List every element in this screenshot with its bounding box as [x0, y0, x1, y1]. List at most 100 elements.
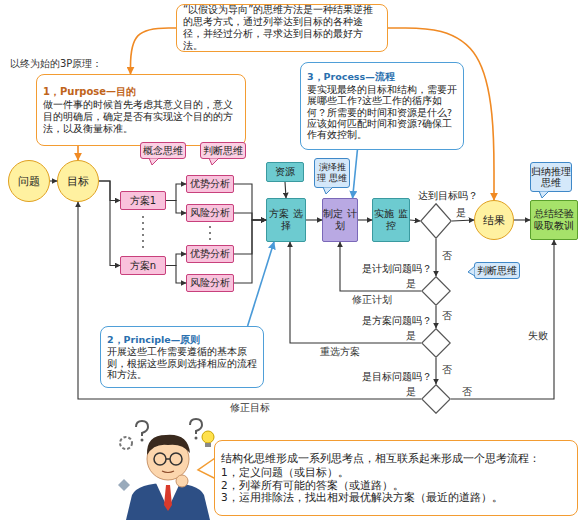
- mouth: [162, 471, 174, 473]
- tag-pointer: [209, 158, 219, 165]
- option-box: 方案n: [120, 256, 166, 275]
- branch-label: 是: [406, 386, 416, 398]
- edge-label: 修正计划: [352, 294, 392, 306]
- node-label: 实施 监控: [373, 208, 409, 232]
- callout-arrow: [248, 242, 274, 326]
- node-label: 概念思维: [143, 145, 183, 156]
- decision-diamond: 是目标问题吗？: [421, 384, 451, 414]
- thinking-tag: 判断思维: [474, 262, 520, 279]
- node-label: 问题: [18, 175, 40, 188]
- callout-text: 要实现最终的目标和结构，需要开展哪些工作?这些工作的循序如何？所需要的时间和资源…: [307, 84, 457, 141]
- flow-arrow: [452, 220, 474, 221]
- callout-text: 做一件事的时候首先考虑其意义目的，意义目的明确后，确定是否有实现这个目的的方法，…: [43, 99, 239, 135]
- tag-pointer-shape: [149, 158, 159, 165]
- tag-pointer-shape: [209, 158, 219, 165]
- hand: [176, 475, 188, 487]
- option-box: 方案1: [120, 191, 166, 210]
- flow-arrow: [99, 181, 120, 201]
- process-callout: 3，Process—流程要实现最终的目标和结构，需要开展哪些工作?这些工作的循序…: [300, 62, 464, 150]
- branch-label: 是: [406, 278, 416, 290]
- question-dot: [141, 439, 144, 442]
- purpose-callout: 1，Purpose—目的做一件事的时候首先考虑其意义目的，意义目的明确后，确定是…: [36, 74, 246, 146]
- callout-text: 2，列举所有可能的答案（或道路）。: [221, 479, 571, 492]
- decision-diamond: 是方案问题吗？: [421, 328, 451, 358]
- node-label: 总结经验 吸取教训: [531, 208, 577, 232]
- gear-icon: [120, 437, 132, 449]
- node-label: 方案n: [130, 260, 156, 272]
- question-icon: [136, 421, 148, 436]
- tag-pointer: [323, 187, 333, 194]
- thinking-tag: 归纳推理 思维: [530, 162, 572, 192]
- node-label: 资源: [275, 166, 295, 178]
- node-label: 风险分析: [190, 277, 230, 288]
- question-icon: [190, 419, 202, 434]
- flow-arrow: [290, 242, 421, 343]
- flow-arrow: [99, 181, 120, 266]
- node-label: 方案1: [130, 195, 156, 207]
- node-label: 判断思维: [203, 145, 243, 156]
- start-circle: 问题: [8, 160, 50, 202]
- callout-arrow: [353, 150, 358, 198]
- process-box: 方案 选择: [266, 198, 306, 242]
- flow-arrow: [166, 266, 186, 284]
- edge-label: 修正目标: [230, 402, 270, 414]
- callout-text: 1，定义问题（或目标）。: [221, 466, 571, 479]
- bulb-icon: [202, 431, 214, 443]
- diamond-shape: [422, 329, 451, 358]
- flow-arrow: [514, 219, 530, 220]
- thinking-tag: 演绎推理 思维: [314, 158, 350, 188]
- flow-arrow: [435, 358, 436, 384]
- glasses: [154, 453, 166, 465]
- edge-label: 否: [442, 250, 452, 262]
- hair: [147, 435, 190, 455]
- callout-heading: 3，Process—流程: [307, 71, 457, 82]
- analysis-box: 风险分析: [186, 274, 234, 292]
- goal-circle: 目标: [57, 160, 99, 202]
- resource-box: 资源: [266, 162, 304, 182]
- hypothesis-callout: “以假设为导向”的思维方法是一种结果逆推的思考方式，通过列举达到目标的各种途径，…: [176, 4, 388, 52]
- tag-pointer: [149, 158, 159, 165]
- tie: [164, 485, 172, 511]
- callout-text: 结构化思维形成一系列思考点，相互联系起来形成一个思考流程：: [221, 452, 571, 465]
- tag-pointer: [539, 191, 549, 198]
- thinking-man: [118, 419, 214, 520]
- ellipsis-dots: [142, 216, 144, 250]
- flow-arrow: [410, 220, 420, 221]
- diamond-shape: [421, 204, 452, 239]
- decision-diamond: 达到目标吗？: [420, 203, 452, 239]
- flow-arrow: [166, 254, 186, 266]
- node-label: 判断思维: [477, 265, 517, 276]
- flow-arrow: [234, 184, 266, 220]
- analysis-box: 优势分析: [186, 175, 234, 193]
- diamond-outline: [421, 328, 451, 358]
- bulb-base: [205, 443, 211, 447]
- process-box: 制定 计划: [322, 198, 358, 242]
- question-dot: [195, 437, 198, 440]
- node-label: 演绎推理 思维: [315, 162, 349, 184]
- diamond-shape: [422, 277, 451, 306]
- flow-arrow: [234, 220, 266, 283]
- node-label: 方案 选择: [267, 208, 305, 232]
- suit: [126, 483, 210, 520]
- callout-heading: 2，Principle—原则: [107, 334, 257, 345]
- branch-label: 否: [462, 386, 472, 398]
- diamond-outline: [420, 203, 452, 239]
- decision-question: 是方案问题吗？: [362, 315, 432, 326]
- edge-label: 否: [442, 310, 452, 322]
- node-label: 目标: [67, 175, 89, 188]
- edge-label: 重选方案: [320, 346, 360, 358]
- diamond-shape: [422, 385, 451, 414]
- flow-arrow: [358, 219, 372, 220]
- callout-text: 开展这些工作需要遵循的基本原则，根据这些原则选择相应的流程和方法。: [107, 346, 257, 380]
- decision-question: 达到目标吗？: [418, 190, 478, 201]
- edge-label: 是: [456, 207, 466, 219]
- node-label: 制定 计划: [323, 208, 357, 232]
- decision-diamond: 是计划问题吗？: [421, 276, 451, 306]
- node-label: 归纳推理 思维: [531, 166, 571, 189]
- edge-label: 失败: [528, 330, 548, 342]
- callout-arrow: [77, 146, 79, 160]
- flow-arrow: [234, 213, 266, 220]
- callout-text: “以假设为导向”的思维方法是一种结果逆推的思考方式，通过列举达到目标的各种途径，…: [183, 4, 381, 52]
- glasses-bridge: [166, 458, 170, 460]
- flow-arrow: [451, 240, 554, 399]
